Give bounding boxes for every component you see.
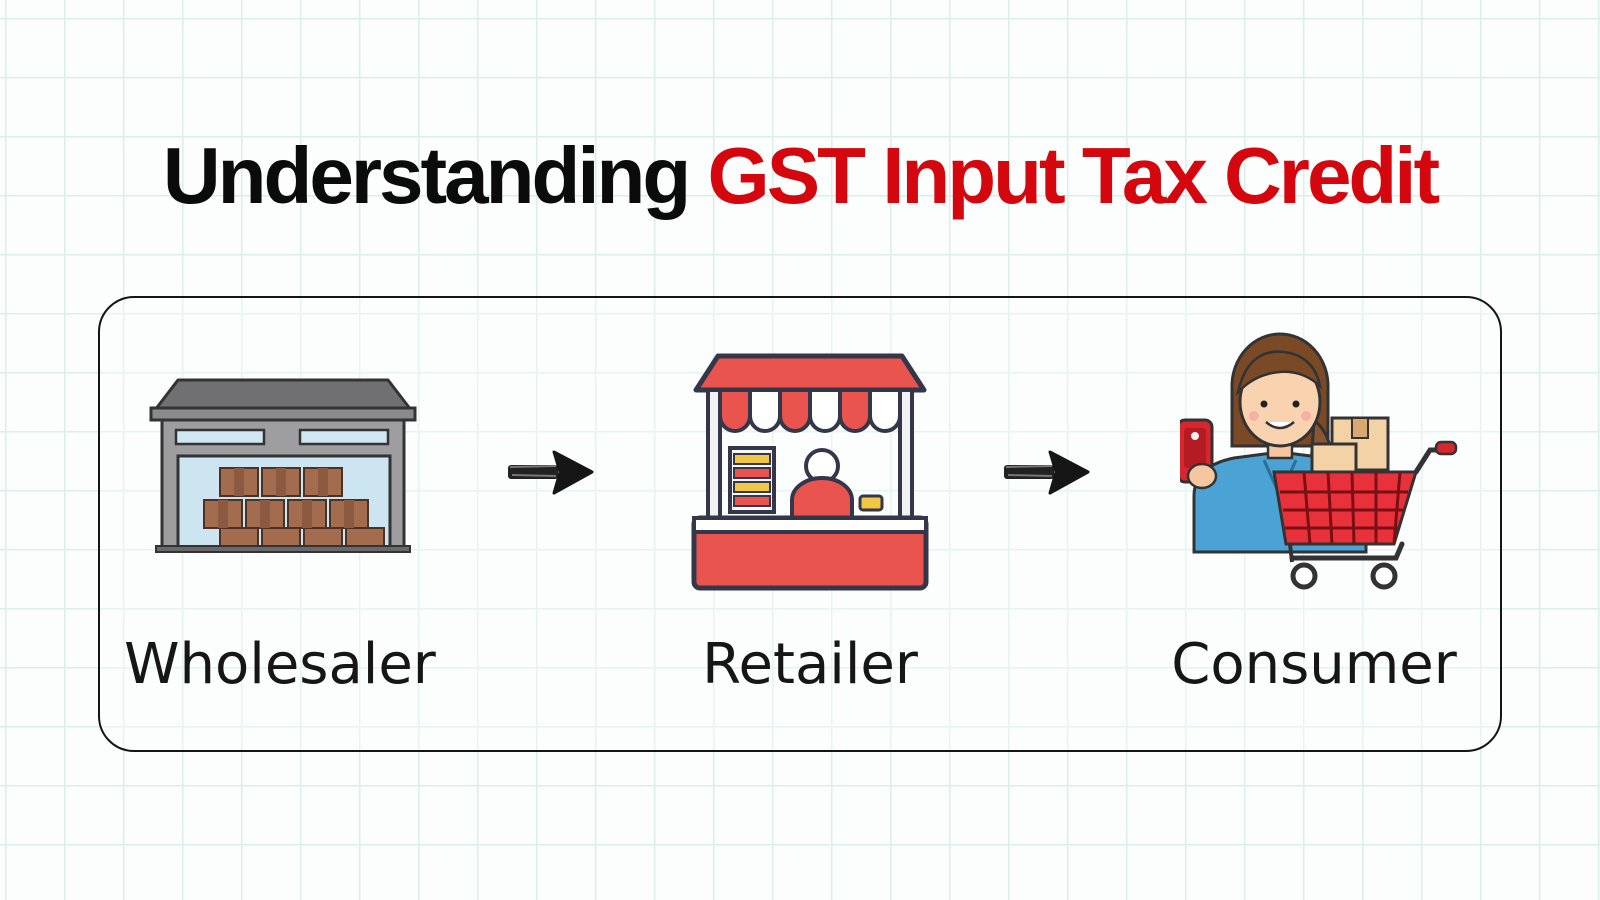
title-lead: Understanding: [162, 131, 691, 220]
node-label-consumer: Consumer: [1171, 632, 1457, 697]
arrow-right-icon: [1002, 448, 1092, 498]
title-highlight: GST Input Tax Credit: [707, 131, 1441, 220]
shopper-with-cart-icon: [1176, 322, 1470, 604]
node-label-wholesaler: Wholesaler: [124, 632, 436, 697]
market-stall-icon: [690, 350, 930, 592]
page-title: Understanding GST Input Tax Credit: [0, 128, 1600, 224]
node-label-retailer: Retailer: [702, 632, 918, 697]
warehouse-icon: [148, 372, 418, 562]
arrow-right-icon: [506, 448, 596, 498]
